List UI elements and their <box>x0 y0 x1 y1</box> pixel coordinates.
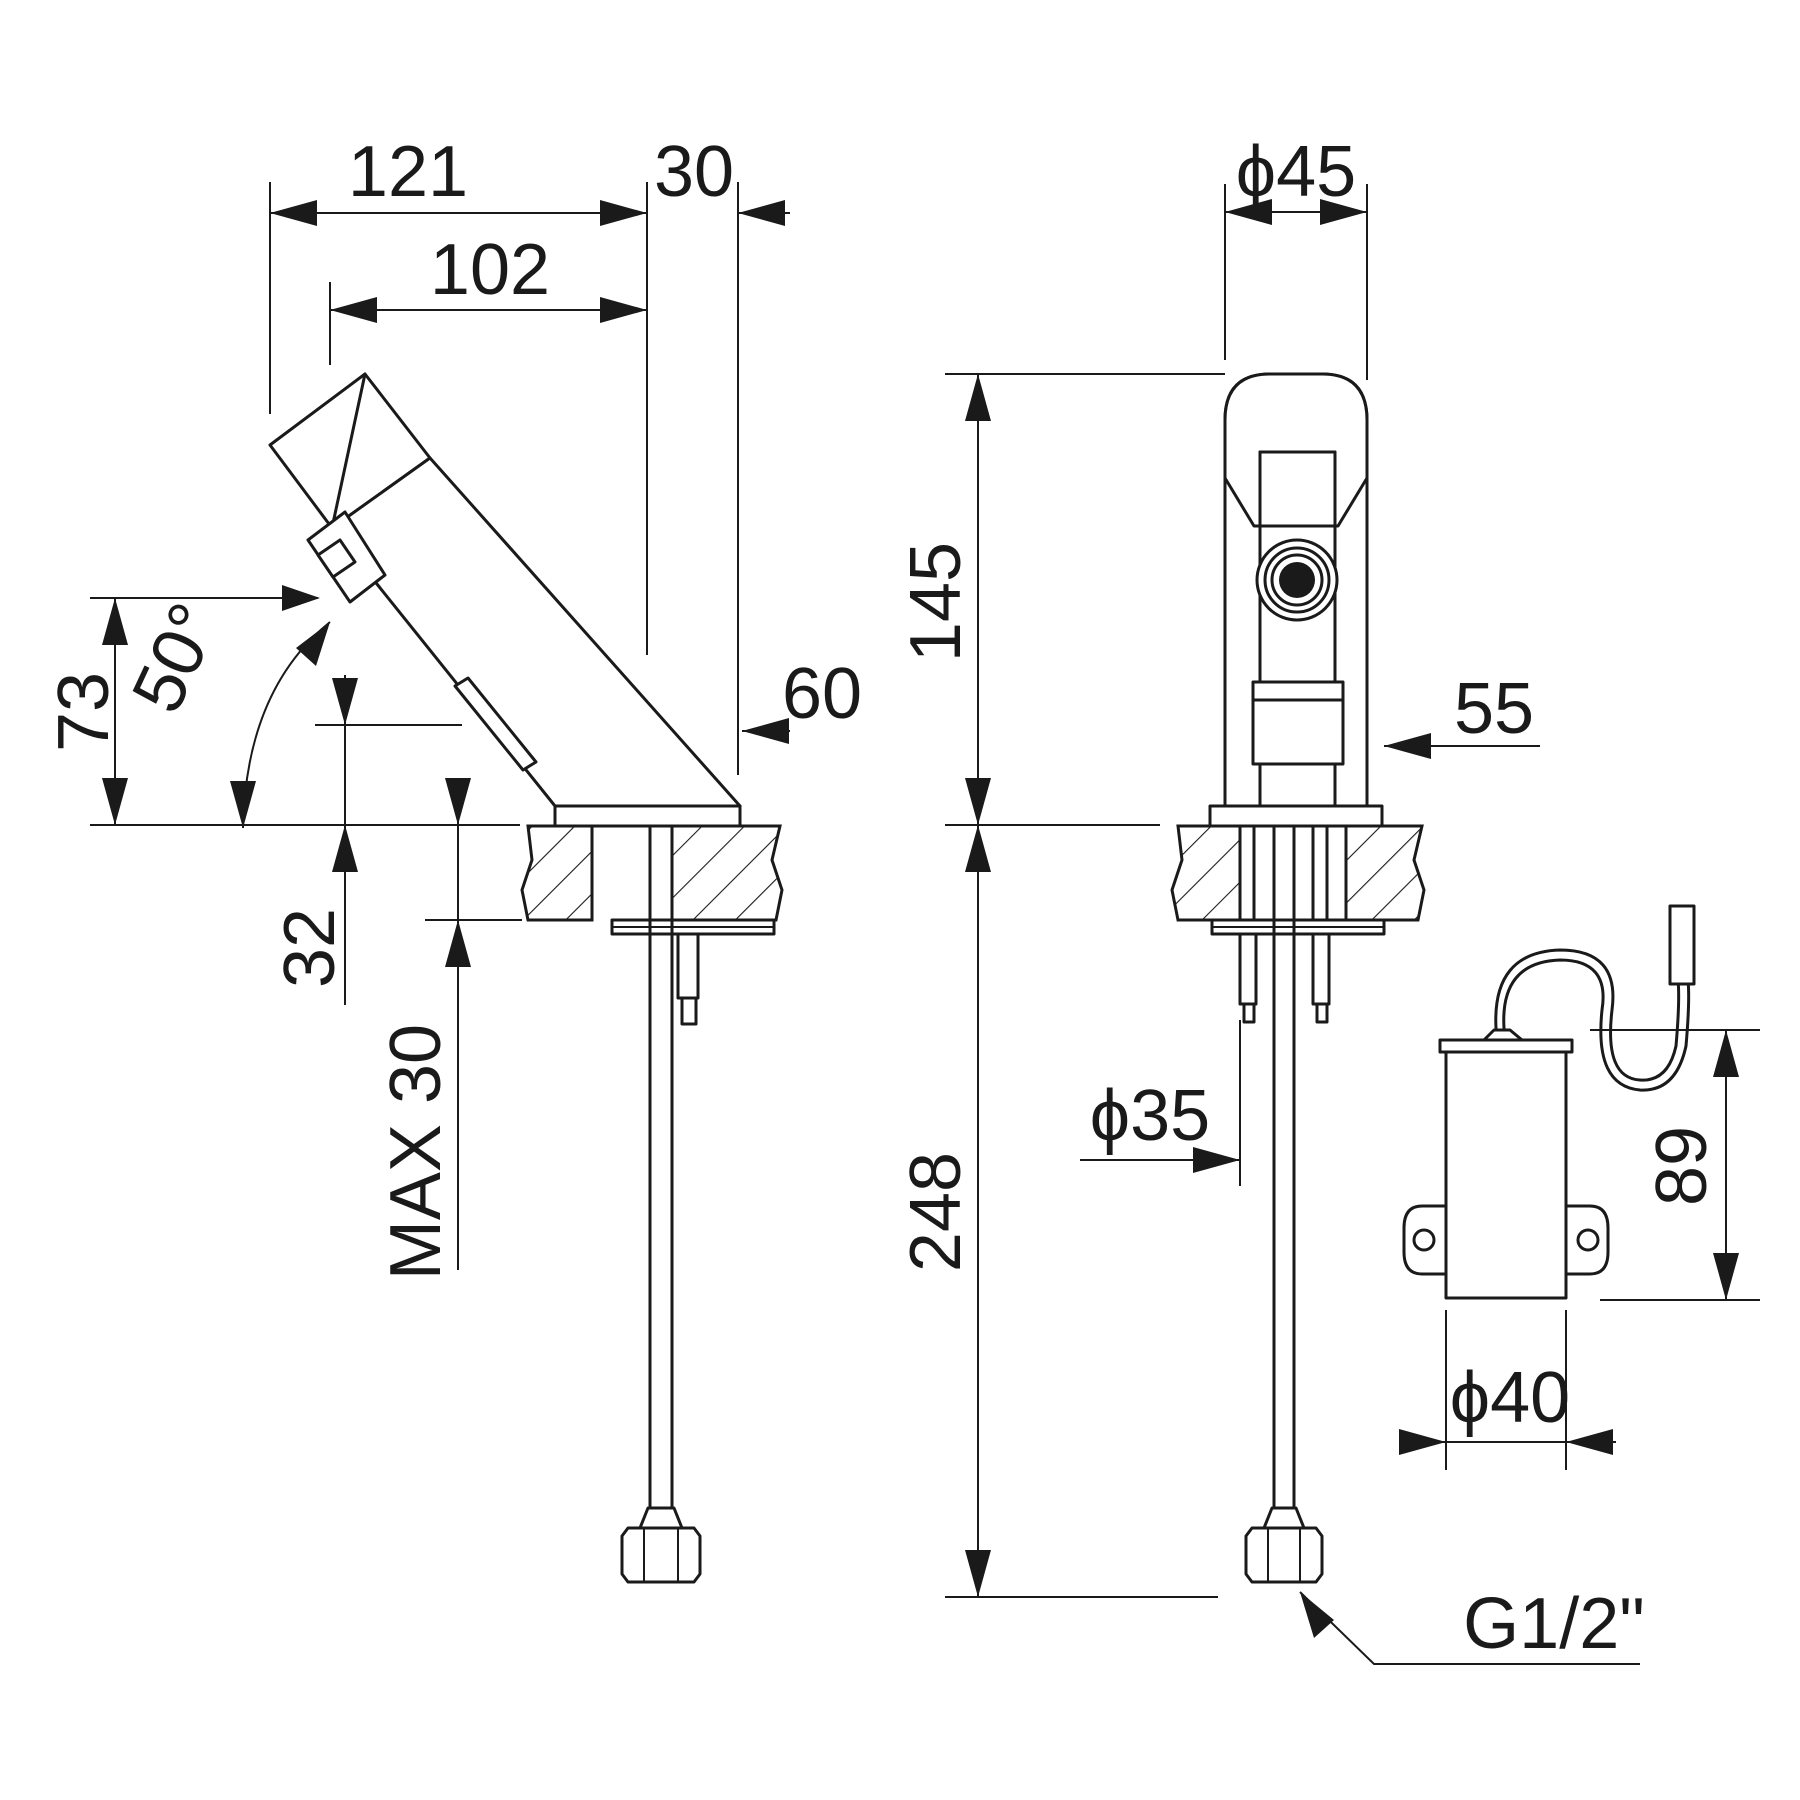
dim-60-label: 60 <box>782 654 862 734</box>
dim-248-label: 248 <box>896 1152 976 1272</box>
dim-50deg-label: 50° <box>117 592 236 724</box>
dim-102-label: 102 <box>430 230 550 310</box>
dim-73-label: 73 <box>44 672 124 752</box>
front-countertop-section <box>1170 824 1426 922</box>
front-view: ϕ45 145 55 248 ϕ35 G1/2" <box>896 132 1645 1665</box>
side-supply-hose <box>620 824 702 1584</box>
front-arrowheads <box>965 199 1431 1638</box>
dim-55-label: 55 <box>1454 669 1534 749</box>
side-spout-body <box>268 372 742 828</box>
front-spout-body <box>1208 372 1384 828</box>
front-fixing-assembly <box>1210 824 1386 1024</box>
side-fixing-assembly <box>610 824 776 1026</box>
dim-max30-label: MAX 30 <box>376 1024 456 1280</box>
dim-121-label: 121 <box>348 132 468 212</box>
front-supply-hose <box>1244 824 1324 1584</box>
side-arrowheads <box>102 200 789 967</box>
side-dimension-labels: 121 30 102 73 50° 60 32 MAX 30 <box>44 132 862 1280</box>
dim-32-label: 32 <box>270 908 350 988</box>
side-view: 121 30 102 73 50° 60 32 MAX 30 <box>44 132 862 1584</box>
control-box-view: 89 ϕ40 <box>1399 904 1760 1470</box>
dim-g12-label: G1/2" <box>1463 1584 1645 1664</box>
dim-dia35-label: ϕ35 <box>1090 1076 1210 1156</box>
front-dimension-labels: ϕ45 145 55 248 ϕ35 G1/2" <box>896 132 1645 1664</box>
dim-30-label: 30 <box>654 132 734 212</box>
dim-dia40-label: ϕ40 <box>1450 1358 1570 1438</box>
dim-dia45-label: ϕ45 <box>1236 132 1356 212</box>
dim-89-label: 89 <box>1642 1126 1722 1206</box>
dim-145-label: 145 <box>896 542 976 662</box>
